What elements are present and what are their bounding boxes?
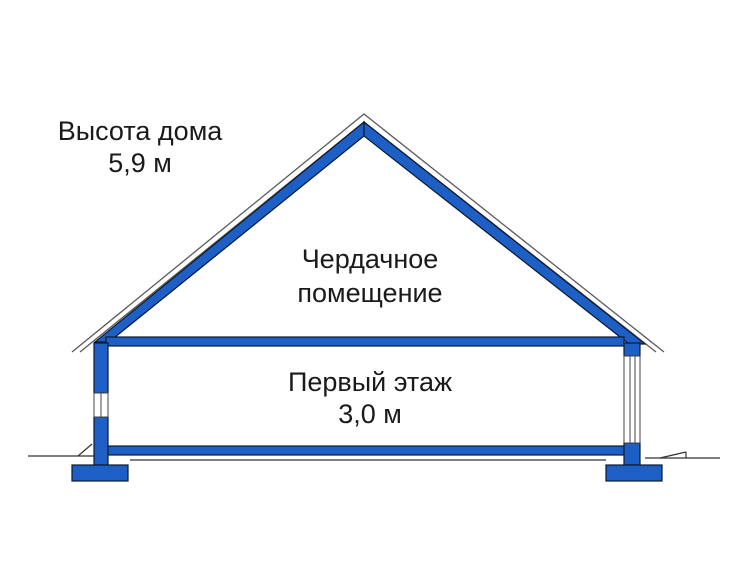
floor-label-title: Первый этаж	[287, 367, 453, 397]
left-wall-window	[93, 392, 109, 418]
roof-rafters	[93, 120, 647, 345]
attic-label-line2: помещение	[297, 278, 443, 308]
right-wall-door	[623, 355, 641, 444]
floor-height-value: 3,0 м	[338, 399, 402, 429]
ground-line	[28, 443, 720, 461]
foundations	[71, 464, 663, 482]
attic-floor-beam	[105, 336, 625, 347]
house-height-title: Высота дома	[57, 116, 223, 146]
right-wall	[623, 342, 641, 466]
attic-label-line1: Чердачное	[301, 244, 439, 274]
house-height-value: 5,9 м	[108, 148, 172, 178]
ground-floor-slab	[105, 445, 625, 456]
